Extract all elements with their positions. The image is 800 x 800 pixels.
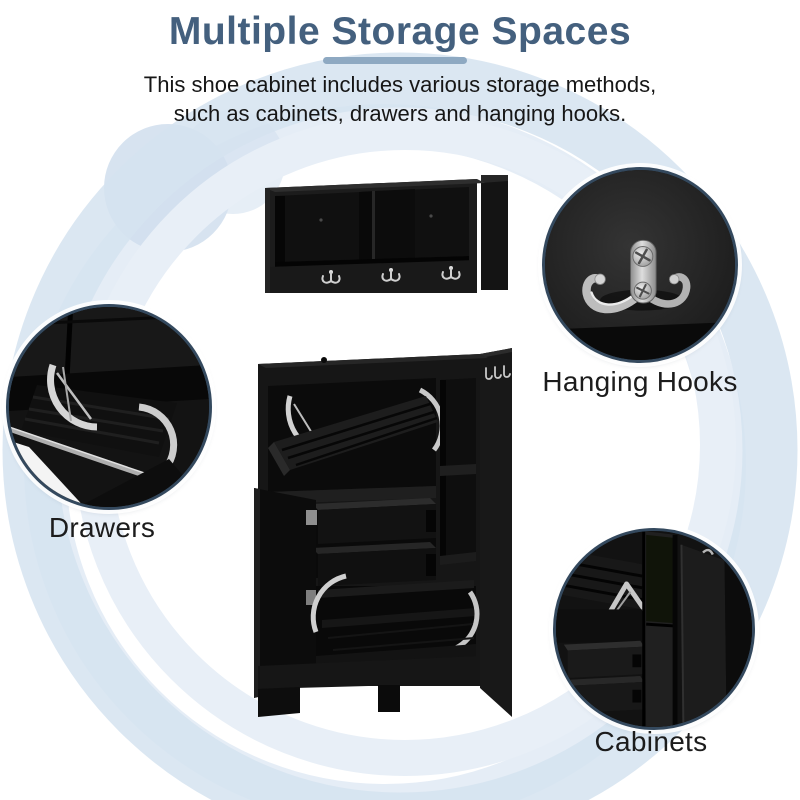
bottom-flip-bar-1 [318, 580, 474, 598]
flip-bracket-left-lower [310, 573, 347, 633]
screw-hole [319, 218, 323, 222]
cabinet-right-panel [480, 348, 512, 717]
wall-cabinet-image [265, 175, 508, 293]
column-shelf [440, 464, 476, 476]
wall-cabinet-top-edge [265, 179, 485, 192]
hook-icon [441, 266, 461, 280]
drawer-latch-1 [426, 510, 436, 532]
drawer-front-2 [318, 548, 436, 586]
wall-cabinet-divider [359, 191, 375, 262]
screw-hole [429, 214, 433, 218]
door-hinge-bottom [306, 590, 317, 605]
drawer-top-1 [312, 498, 436, 510]
drawer-latch-2 [426, 554, 436, 576]
title-underline [323, 57, 467, 64]
header: Multiple Storage Spaces [0, 0, 800, 54]
open-door [254, 488, 316, 698]
hanging-hook-photo [545, 170, 735, 360]
page-title: Multiple Storage Spaces [168, 10, 632, 53]
flip-bracket-right-lower [454, 590, 480, 651]
door-edge [254, 488, 260, 698]
cabinets-photo [556, 531, 752, 727]
hook-icon [381, 268, 401, 282]
hook-icon [485, 367, 493, 380]
drawers-label: Drawers [48, 512, 156, 543]
flip-drawer-lip [268, 442, 290, 476]
wall-cabinet-side-top [481, 175, 508, 183]
wall-cabinet-interior-shadow [275, 196, 285, 262]
cabinet-top-surface [258, 354, 488, 368]
bottom-flip-bar-2 [322, 608, 476, 628]
door-hinge-top [306, 510, 317, 525]
hook-icon [494, 366, 502, 379]
wall-cabinet-interior-2 [375, 189, 415, 261]
cabinet-right-panel-top [480, 348, 512, 358]
subtitle-line-1: This shoe cabinet includes various stora… [143, 72, 657, 97]
shoe-cabinet-image [254, 348, 512, 717]
door-hook-icon [702, 548, 714, 556]
hanging-hooks-label: Hanging Hooks [542, 366, 738, 397]
left-leg [258, 687, 300, 717]
hook-icon [321, 270, 341, 284]
wall-cabinet-shelf [275, 256, 469, 267]
drawers-photo [9, 307, 209, 507]
column-shelf-bottom [440, 552, 476, 565]
drawer-top-2 [312, 542, 436, 554]
wall-cabinet-side-panel [481, 175, 508, 290]
drawers-closeup-image [6, 304, 212, 510]
wall-cabinet-divider-edge [372, 191, 375, 261]
base-rail [258, 656, 480, 689]
cabinets-closeup-image [553, 528, 755, 730]
closeup-open-door [681, 544, 727, 727]
side-hook-icons [485, 365, 511, 380]
hook-icon [503, 365, 511, 378]
bottom-slats [327, 623, 475, 651]
hook-icon-row [321, 266, 461, 284]
closeup-drawer-1 [567, 646, 645, 678]
drawer-front-1 [318, 504, 436, 544]
wall-cabinet-left-edge [265, 188, 270, 293]
bracket-highlight [604, 581, 647, 619]
center-leg [378, 685, 400, 712]
hook-prong-left [582, 274, 641, 314]
subtitle: This shoe cabinet includes various stora… [0, 70, 800, 128]
subtitle-line-2: such as cabinets, drawers and hanging ho… [173, 101, 627, 126]
wall-cabinet-rail [267, 260, 477, 293]
cabinet-top-knob [321, 357, 327, 363]
hanging-hooks-closeup-image [542, 167, 738, 363]
cabinets-label: Cabinets [594, 726, 708, 757]
flip-drawer-slats [281, 402, 438, 467]
